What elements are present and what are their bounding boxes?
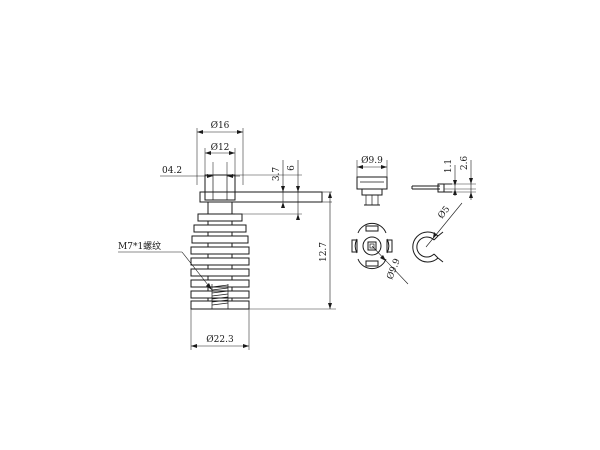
dimension-clip-diameter: Ø5 — [425, 202, 463, 248]
label-overall-height: 12.7 — [319, 242, 329, 262]
label-inner-top-width: Ø12 — [211, 142, 230, 153]
dimension-clip-thickness: 1.1 2.6 — [444, 156, 476, 200]
label-left-offset: 04.2 — [162, 166, 182, 176]
dimension-cap-width: Ø9.9 — [356, 155, 388, 177]
cap-side-view — [356, 176, 388, 206]
label-clip-thickness-a: 1.1 — [444, 159, 454, 173]
label-clip-diameter: Ø5 — [436, 204, 453, 221]
label-cap-width: Ø9.9 — [361, 155, 383, 166]
dimension-overall-height: 12.7 — [249, 192, 336, 310]
clip-side-view — [411, 183, 452, 193]
internal-thread — [211, 284, 229, 309]
label-thread-note: M7*1螺纹 — [118, 240, 161, 252]
label-height-small-b: 6 — [287, 165, 297, 171]
dimension-outer-top-width: Ø16 — [196, 120, 244, 185]
dimension-heights-small: 3.7 6 — [235, 160, 332, 220]
c-clip-top-view — [412, 231, 444, 263]
label-base-width: Ø22.3 — [206, 334, 234, 345]
thread-note: M7*1螺纹 — [118, 240, 213, 291]
main-part-side-view — [190, 174, 323, 310]
stem-outer — [204, 174, 236, 201]
label-outer-top-width: Ø16 — [211, 120, 230, 131]
dimension-inner-top-width: Ø12 — [204, 142, 236, 175]
flange-plate — [199, 191, 323, 203]
label-height-small-a: 3.7 — [272, 167, 282, 182]
dimension-base-width: Ø22.3 — [190, 309, 250, 350]
heat-sink-fins — [190, 213, 250, 310]
label-clip-thickness-b: 2.6 — [460, 156, 470, 171]
label-ring-diameter: Ø9.9 — [385, 257, 403, 281]
dimension-left-offset: 04.2 — [160, 162, 240, 178]
neck — [207, 201, 233, 215]
ring-top-view — [351, 222, 393, 270]
